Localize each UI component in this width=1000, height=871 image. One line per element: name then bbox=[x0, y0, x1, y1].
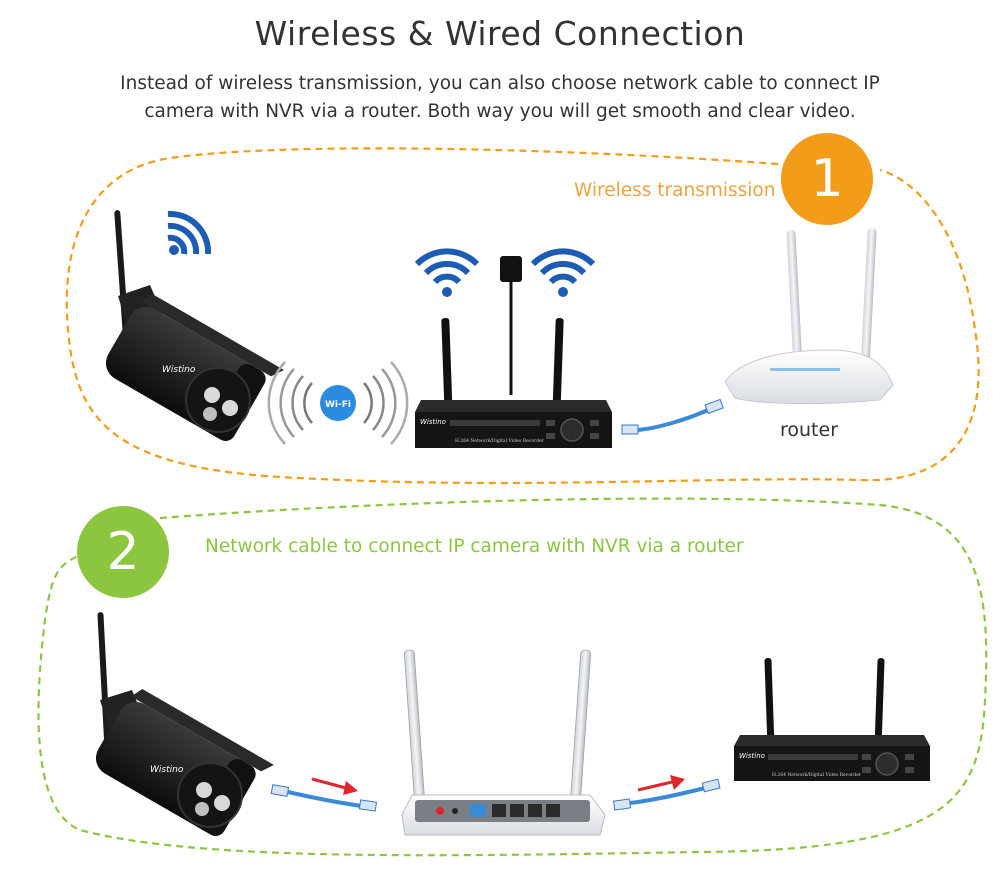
red-arrow-icon-1 bbox=[311, 777, 358, 795]
wifi-badge-text: Wi-Fi bbox=[325, 400, 351, 410]
power-adapter-icon bbox=[500, 256, 522, 395]
wifi-waves-badge: Wi-Fi bbox=[267, 361, 409, 445]
nvr2-model: H.264 Network/Digital Video Recorder bbox=[772, 772, 862, 778]
page-title: Wireless & Wired Connection bbox=[254, 14, 746, 53]
page-description: Instead of wireless transmission, you ca… bbox=[120, 73, 880, 122]
router-label: router bbox=[780, 419, 839, 441]
network-cable-label: Network cable to connect IP camera with … bbox=[205, 536, 744, 557]
camera2-brand: Wistino bbox=[150, 765, 184, 775]
nvr-wifi-icon-right bbox=[530, 248, 596, 297]
ip-camera-2: Wistino bbox=[95, 612, 274, 836]
step-1-badge: 1 bbox=[781, 133, 873, 225]
nvr1-model: H.264 Network/Digital Video Recorder bbox=[455, 438, 545, 444]
router-white-2 bbox=[401, 649, 606, 836]
red-arrow-icon-2 bbox=[637, 775, 685, 792]
network-cable-1 bbox=[621, 398, 724, 435]
network-cable-3 bbox=[612, 778, 721, 811]
nvr-recorder-1: Wistino H.264 Network/Digital Video Reco… bbox=[415, 317, 612, 448]
nvr1-brand: Wistino bbox=[420, 418, 446, 426]
wifi-signal-icon bbox=[167, 210, 212, 255]
nvr-wifi-icon-left bbox=[414, 248, 480, 297]
wireless-transmission-label: Wireless transmission bbox=[574, 180, 776, 201]
section1-dashed-border bbox=[65, 147, 980, 485]
nvr-recorder-2: Wistino H.264 Network/Digital Video Reco… bbox=[734, 657, 930, 781]
ip-camera-1: Wistino bbox=[105, 210, 284, 441]
step-2-badge: 2 bbox=[77, 506, 169, 598]
camera1-brand: Wistino bbox=[162, 365, 196, 375]
network-cable-2 bbox=[270, 784, 378, 812]
router-white-1 bbox=[724, 228, 894, 405]
nvr2-brand: Wistino bbox=[739, 752, 765, 760]
section2-dashed-border bbox=[37, 497, 988, 857]
